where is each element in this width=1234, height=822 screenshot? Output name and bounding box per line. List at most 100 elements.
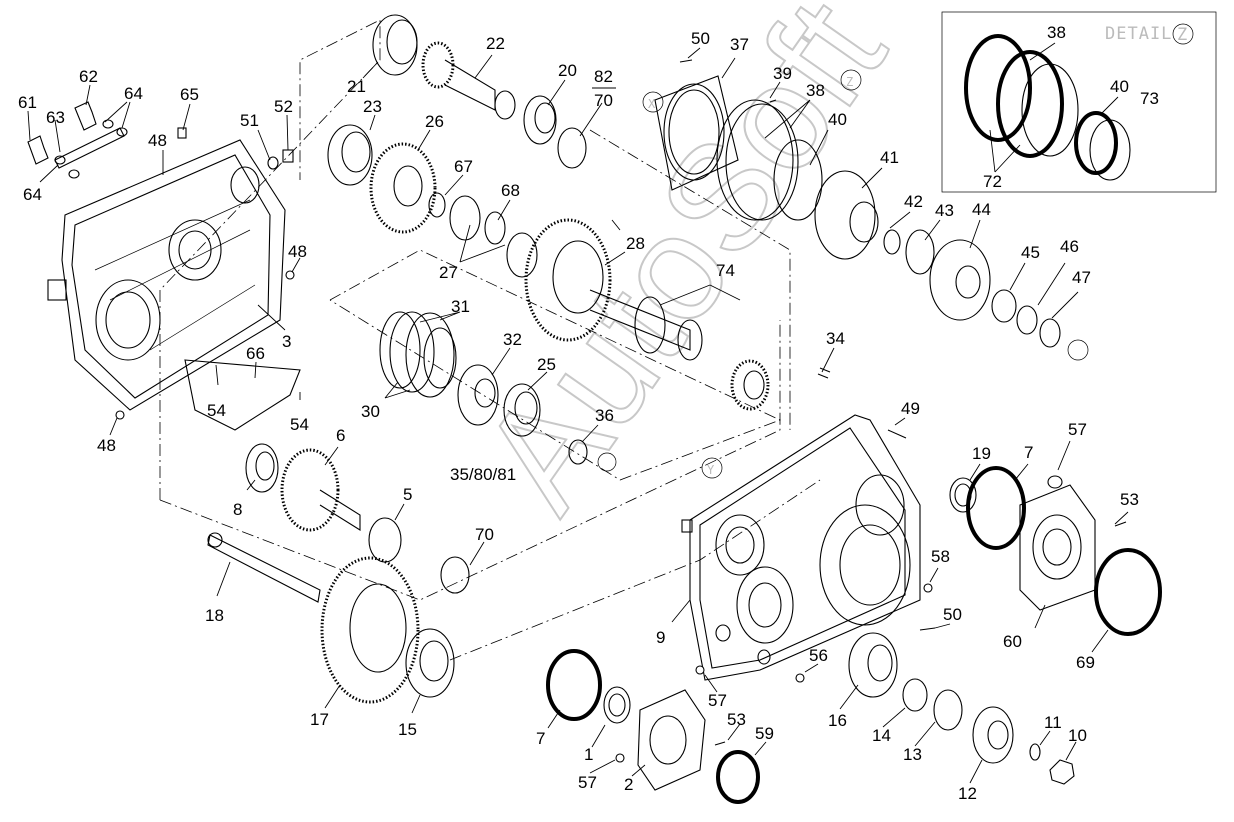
callout-45: 45 bbox=[1021, 243, 1040, 262]
callout-7: 7 bbox=[536, 729, 545, 748]
callout-66: 66 bbox=[246, 344, 265, 363]
callout-57: 57 bbox=[1068, 420, 1087, 439]
callout-16: 16 bbox=[828, 711, 847, 730]
callout-11: 11 bbox=[1044, 713, 1062, 732]
callout-64: 64 bbox=[124, 84, 143, 103]
callout-48: 48 bbox=[97, 436, 116, 455]
callout-34: 34 bbox=[826, 329, 845, 348]
detail-z-box: DETAIL Z bbox=[941, 11, 1217, 193]
clutch-pack bbox=[379, 311, 588, 465]
callout-13: 13 bbox=[903, 745, 922, 764]
callout-63: 63 bbox=[46, 108, 65, 127]
callout-3: 3 bbox=[282, 332, 291, 351]
covers-37-47 bbox=[654, 59, 1089, 361]
callout-14: 14 bbox=[872, 726, 891, 745]
view-marker-y-label: Y bbox=[707, 463, 715, 477]
callout-30: 30 bbox=[361, 402, 380, 421]
callout-72: 72 bbox=[983, 172, 1002, 191]
callout-74: 74 bbox=[716, 261, 735, 280]
callout-31: 31 bbox=[451, 297, 470, 316]
callout-37: 37 bbox=[730, 35, 749, 54]
callout-60: 60 bbox=[1003, 632, 1022, 651]
callout-42: 42 bbox=[904, 192, 923, 211]
callout-5: 5 bbox=[403, 485, 412, 504]
callout-49: 49 bbox=[901, 399, 920, 418]
callout-7: 7 bbox=[1024, 443, 1033, 462]
callout-68: 68 bbox=[501, 181, 520, 200]
callout-61: 61 bbox=[18, 93, 37, 112]
callout-59: 59 bbox=[755, 724, 774, 743]
callout-67: 67 bbox=[454, 157, 473, 176]
callout-57: 57 bbox=[578, 773, 597, 792]
callout-73: 73 bbox=[1140, 89, 1159, 108]
callout-19: 19 bbox=[972, 444, 991, 463]
callout-21: 21 bbox=[347, 77, 366, 96]
callout-48: 48 bbox=[288, 242, 307, 261]
callout-50: 50 bbox=[691, 29, 710, 48]
callout-1: 1 bbox=[584, 745, 593, 764]
callout-28: 28 bbox=[626, 234, 645, 253]
view-marker-x-label: X bbox=[648, 97, 656, 111]
callout-56: 56 bbox=[809, 646, 828, 665]
view-marker-y bbox=[701, 457, 723, 479]
callout-43: 43 bbox=[935, 201, 954, 220]
callout-9: 9 bbox=[656, 628, 665, 647]
callout-35-80-81: 35/80/81 bbox=[450, 465, 516, 484]
callout-32: 32 bbox=[503, 330, 522, 349]
callout-8: 8 bbox=[233, 500, 242, 519]
callout-12: 12 bbox=[958, 784, 977, 803]
callout-69: 69 bbox=[1076, 653, 1095, 672]
callout-2: 2 bbox=[624, 775, 633, 794]
callout-6: 6 bbox=[336, 426, 345, 445]
callout-50: 50 bbox=[943, 605, 962, 624]
view-marker-z bbox=[840, 69, 862, 91]
callout-25: 25 bbox=[537, 355, 556, 374]
callout-52: 52 bbox=[274, 97, 293, 116]
callout-54: 54 bbox=[207, 401, 226, 420]
callout-36: 36 bbox=[595, 406, 614, 425]
callout-23: 23 bbox=[363, 97, 382, 116]
detail-z-marker bbox=[1172, 23, 1194, 45]
callout-54: 54 bbox=[290, 415, 309, 434]
callout-62: 62 bbox=[79, 67, 98, 86]
callout-15: 15 bbox=[398, 720, 417, 739]
fraction-numerator: 82 bbox=[594, 67, 613, 86]
callout-39: 39 bbox=[773, 64, 792, 83]
callout-58: 58 bbox=[931, 547, 950, 566]
shield-plate-66 bbox=[184, 359, 301, 431]
bottom-parts bbox=[546, 632, 1075, 804]
callout-41: 41 bbox=[880, 148, 899, 167]
input-shaft-cluster bbox=[372, 14, 587, 169]
callout-70: 70 bbox=[475, 525, 494, 544]
callout-17: 17 bbox=[310, 710, 329, 729]
detail-z-title: DETAIL bbox=[1105, 24, 1172, 44]
left-housing-part-3 bbox=[47, 139, 301, 431]
callout-46: 46 bbox=[1060, 237, 1079, 256]
callout-26: 26 bbox=[425, 112, 444, 131]
leader-lines bbox=[27, 42, 1129, 784]
callout-27: 27 bbox=[439, 263, 458, 282]
callout-64: 64 bbox=[23, 185, 42, 204]
callout-48: 48 bbox=[148, 131, 167, 150]
right-side-parts bbox=[795, 429, 1162, 683]
callout-57: 57 bbox=[708, 691, 727, 710]
view-marker-x bbox=[642, 91, 664, 113]
lower-gear-train bbox=[207, 443, 470, 704]
callout-10: 10 bbox=[1068, 726, 1087, 745]
gears-23-26 bbox=[327, 124, 538, 278]
fraction-label-82-70: 82 70 bbox=[592, 67, 616, 110]
detail-z-frame bbox=[941, 11, 1217, 193]
callout-51: 51 bbox=[240, 111, 259, 130]
gear-28-shaft-74 bbox=[524, 218, 831, 411]
callout-40-detail: 40 bbox=[1110, 77, 1129, 96]
callout-38-detail: 38 bbox=[1047, 23, 1066, 42]
callout-40: 40 bbox=[828, 110, 847, 129]
view-markers: X Z Y bbox=[597, 69, 862, 479]
callout-53: 53 bbox=[1120, 490, 1139, 509]
callout-20: 20 bbox=[558, 61, 577, 80]
callout-47: 47 bbox=[1072, 268, 1091, 287]
callout-18: 18 bbox=[205, 606, 224, 625]
fraction-denominator: 70 bbox=[594, 91, 613, 110]
